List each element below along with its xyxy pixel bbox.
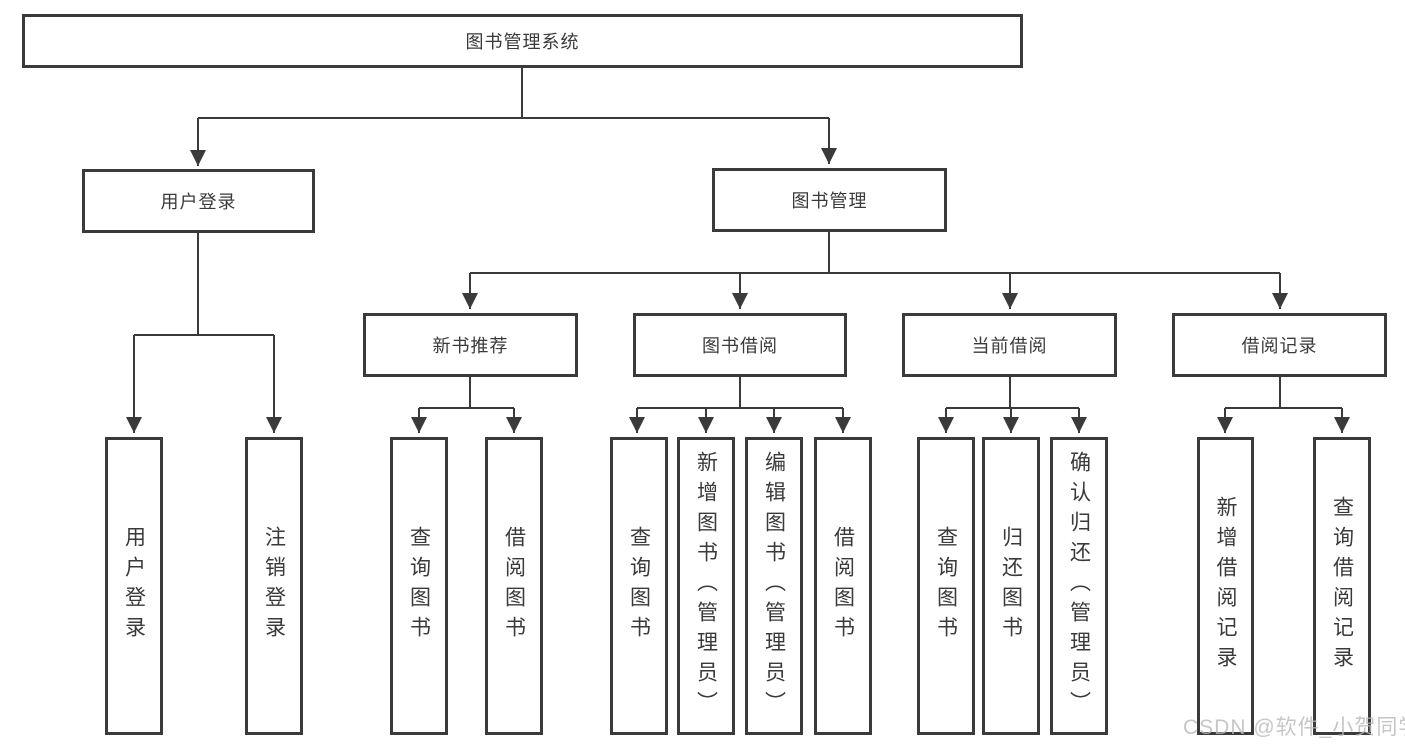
node-label: 归还图书 xyxy=(999,526,1023,646)
leaf-borrow-books: 借阅图书 xyxy=(814,437,872,735)
connector-borrow-records-to-leaves xyxy=(1217,377,1350,433)
leaf-add-books-admin: 新增图书（管理员） xyxy=(677,437,735,735)
leaf-query-borrow-record: 查询借阅记录 xyxy=(1313,437,1371,735)
connector-book-management-to-level3 xyxy=(462,232,1288,309)
node-new-book-recommend: 新书推荐 xyxy=(363,313,578,377)
node-user-login: 用户登录 xyxy=(82,169,315,233)
leaf-user-login: 用户登录 xyxy=(105,437,163,735)
node-label: 查询图书 xyxy=(627,526,651,646)
node-borrow-records: 借阅记录 xyxy=(1172,313,1387,377)
node-label: 新增图书（管理员） xyxy=(694,451,718,721)
node-label: 新书推荐 xyxy=(432,336,509,356)
connector-root-to-level2 xyxy=(190,68,837,166)
node-label: 查询借阅记录 xyxy=(1330,496,1354,676)
node-label: 当前借阅 xyxy=(971,336,1048,356)
node-label: 新增借阅记录 xyxy=(1214,496,1237,676)
node-label: 查询图书 xyxy=(934,526,958,646)
node-label: 借阅图书 xyxy=(502,526,526,646)
leaf-query-books-current: 查询图书 xyxy=(917,437,975,735)
node-label: 查询图书 xyxy=(407,526,431,646)
node-label: 用户登录 xyxy=(160,192,237,212)
leaf-edit-books-admin: 编辑图书（管理员） xyxy=(745,437,803,735)
leaf-borrow-books-recommend: 借阅图书 xyxy=(485,437,543,735)
node-label: 借阅记录 xyxy=(1241,336,1318,356)
leaf-return-books: 归还图书 xyxy=(982,437,1040,735)
node-label: 图书管理 xyxy=(791,191,868,211)
node-label: 确认归还（管理员） xyxy=(1067,451,1091,721)
node-label: 借阅图书 xyxy=(831,526,855,646)
leaf-query-books-borrow: 查询图书 xyxy=(610,437,668,735)
node-current-borrow: 当前借阅 xyxy=(902,313,1117,377)
node-label: 注销登录 xyxy=(262,526,286,646)
node-book-borrow: 图书借阅 xyxy=(633,313,847,377)
node-label: 图书管理系统 xyxy=(465,32,580,52)
node-book-management: 图书管理 xyxy=(712,168,947,232)
csdn-watermark: CSDN @软件_小贺同学 xyxy=(1183,716,1405,739)
leaf-add-borrow-record: 新增借阅记录 xyxy=(1197,437,1254,735)
leaf-logout-login: 注销登录 xyxy=(245,437,303,735)
leaf-confirm-return-admin: 确认归还（管理员） xyxy=(1050,437,1108,735)
node-library-management-system: 图书管理系统 xyxy=(22,14,1023,68)
connector-user-login-to-leaves xyxy=(126,233,282,433)
node-label: 用户登录 xyxy=(122,526,146,646)
connector-book-borrow-to-leaves xyxy=(629,377,851,433)
node-label: 图书借阅 xyxy=(702,336,778,356)
connector-new-book-recommend-to-leaves xyxy=(411,377,522,433)
node-label: 编辑图书（管理员） xyxy=(762,451,786,721)
leaf-query-books-recommend: 查询图书 xyxy=(390,437,448,735)
connector-current-borrow-to-leaves xyxy=(938,377,1087,433)
